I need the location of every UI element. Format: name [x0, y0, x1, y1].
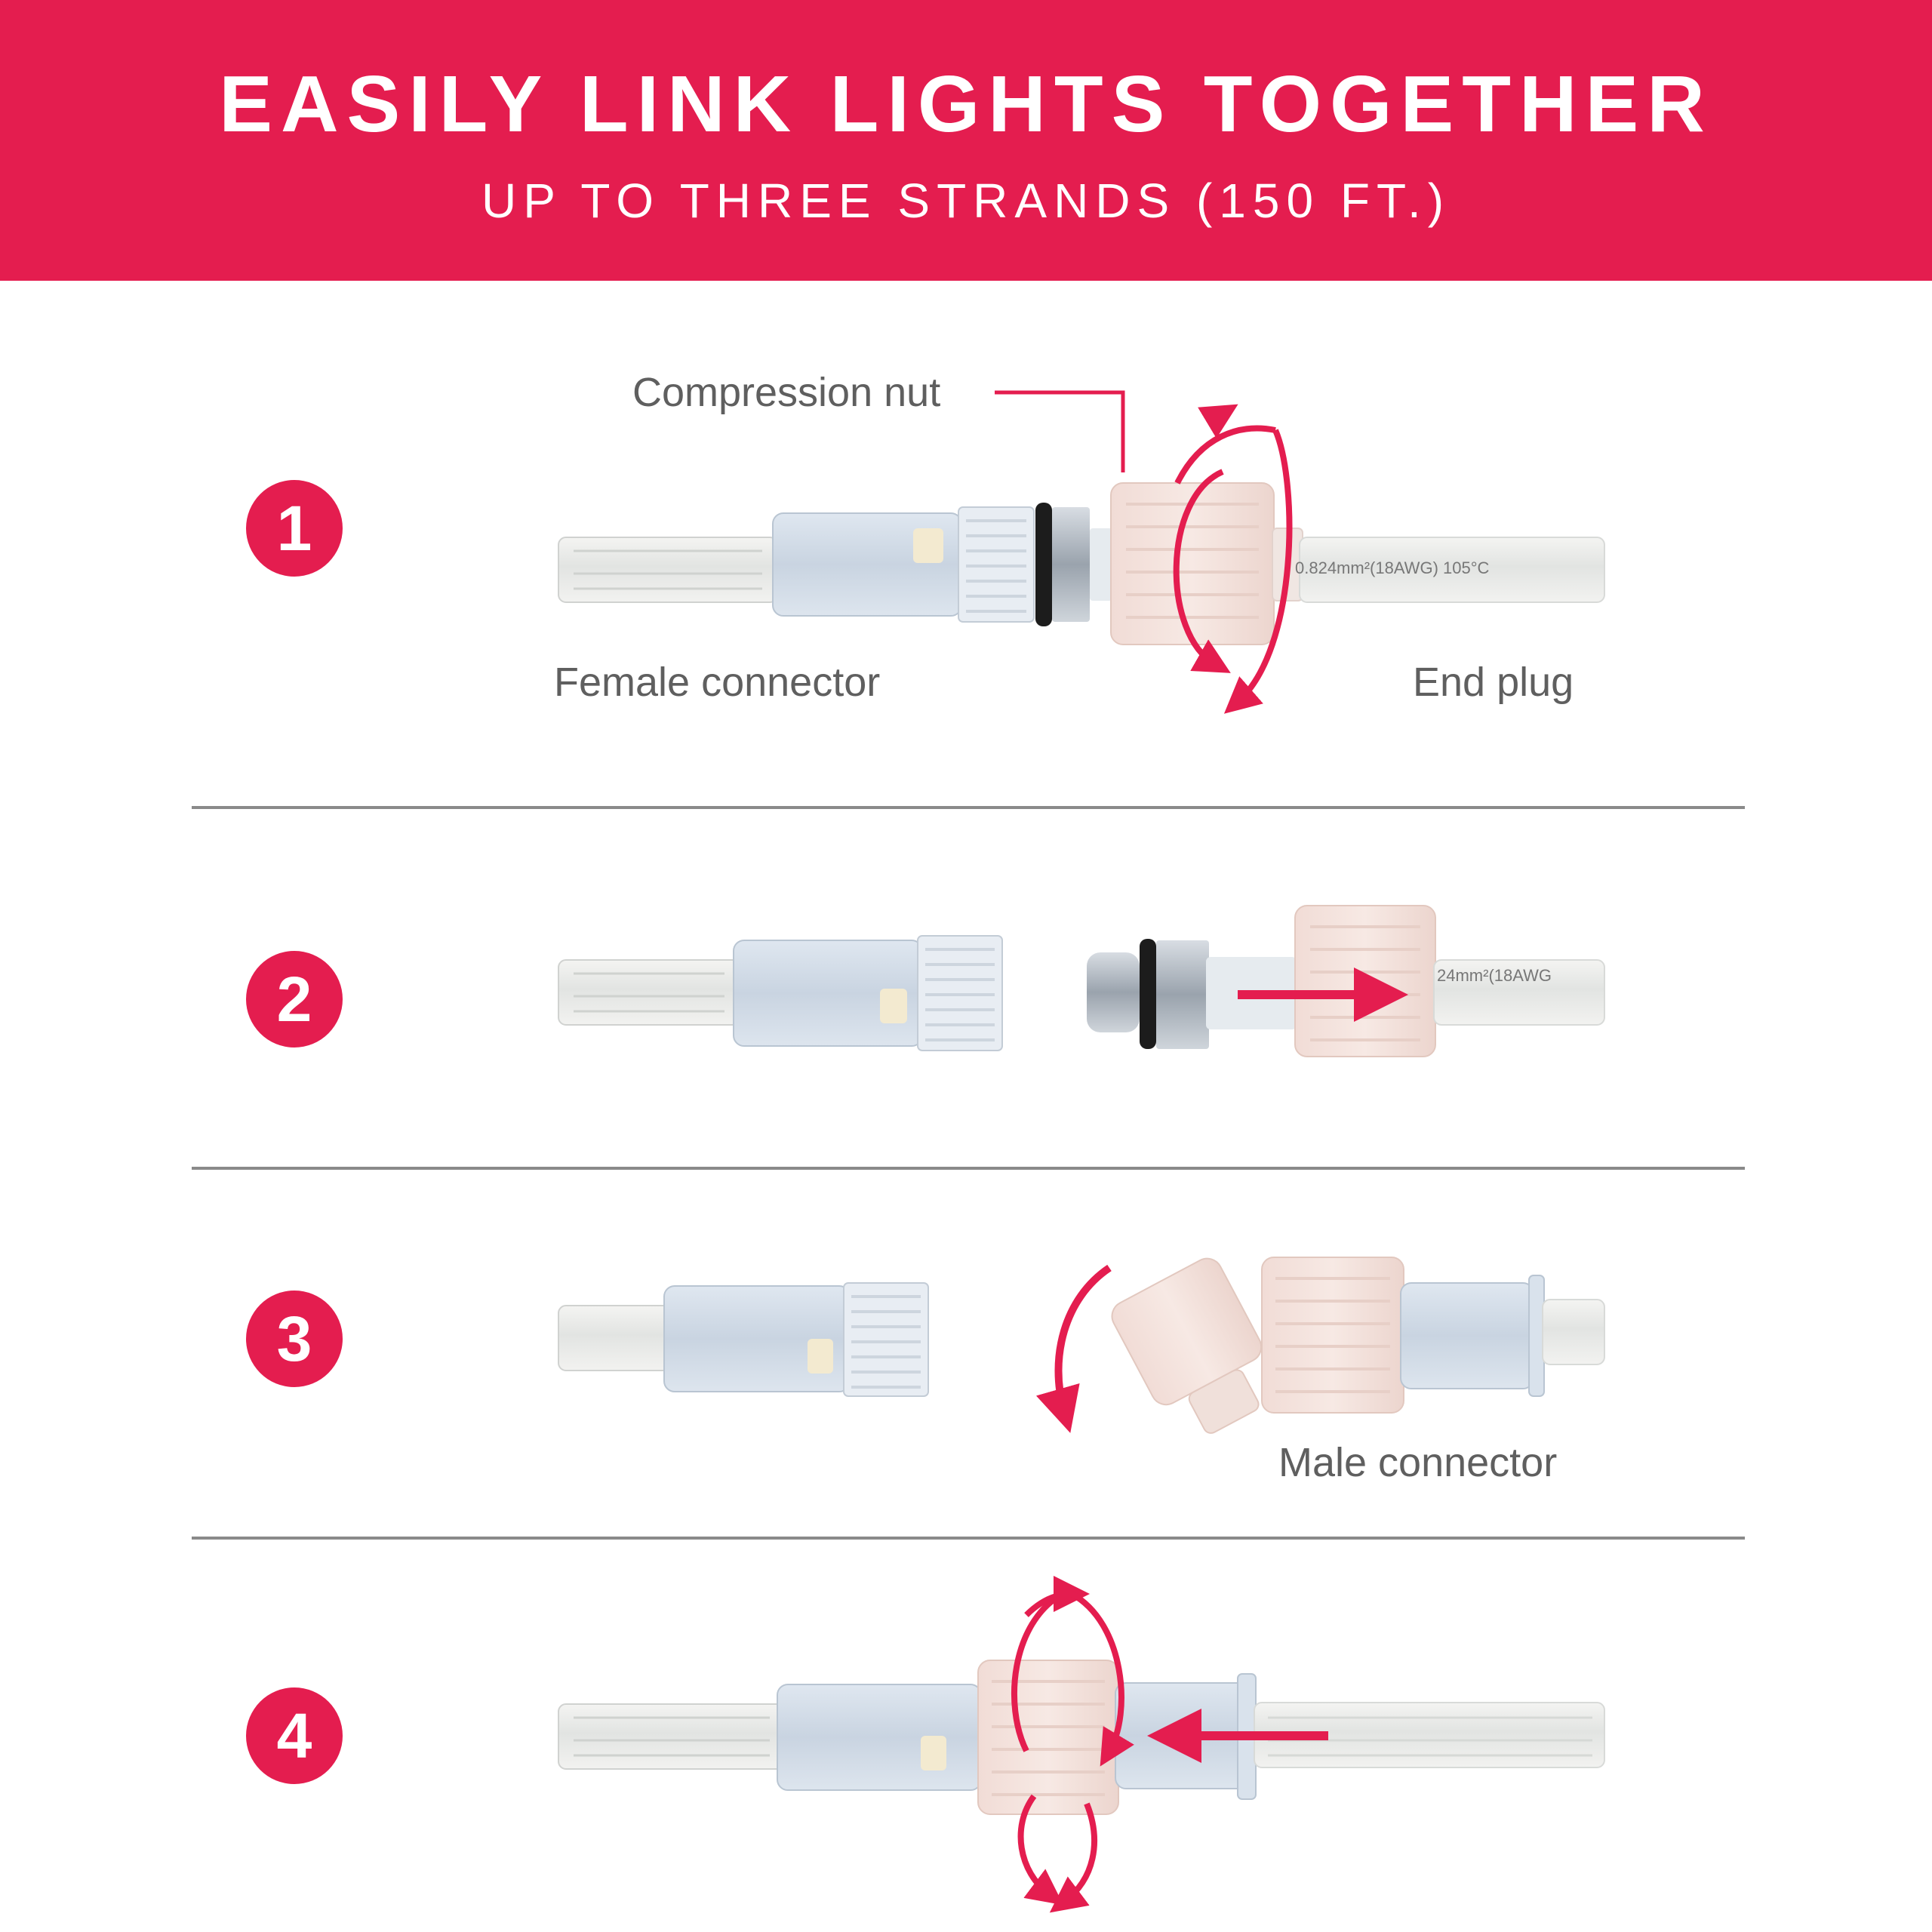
- wire-print: 24mm²(18AWG: [1437, 966, 1552, 985]
- curved-arrow-icon: [1035, 1264, 1112, 1433]
- female-connector-label: Female connector: [554, 660, 881, 705]
- female-connector-body: [777, 1684, 982, 1791]
- compression-nut: [977, 1660, 1119, 1815]
- step-4-illustration: [558, 1576, 1605, 1913]
- step-3-badge: 3: [246, 1291, 343, 1387]
- step-divider: [192, 806, 1745, 809]
- rotate-arrow-icon: [1024, 1576, 1090, 1617]
- rotate-arrow-icon: [1070, 1591, 1134, 1767]
- male-connector-body: [1400, 1282, 1534, 1389]
- compression-nut-label: Compression nut: [632, 370, 941, 415]
- step-2-illustration: 24mm²(18AWG: [558, 905, 1605, 1057]
- step-2-badge: 2: [246, 951, 343, 1048]
- step-4-badge: 4: [246, 1687, 343, 1784]
- callout-leader: [995, 390, 1125, 472]
- step-1-illustration: 0.824mm²(18AWG) 105°C: [558, 390, 1605, 714]
- page-subtitle: UP TO THREE STRANDS (150 FT.): [481, 174, 1451, 228]
- end-plug-cable: [1299, 537, 1605, 603]
- rotate-arrow-icon: [1223, 429, 1293, 714]
- step-divider: [192, 1167, 1745, 1170]
- step-divider: [192, 1537, 1745, 1540]
- male-connector-nut: [1261, 1257, 1404, 1414]
- page-title: EASILY LINK LIGHTS TOGETHER: [219, 60, 1713, 149]
- header-banner: EASILY LINK LIGHTS TOGETHER UP TO THREE …: [0, 0, 1932, 281]
- rotate-arrow-icon: [1173, 469, 1231, 673]
- step-1-badge: 1: [246, 480, 343, 577]
- step-3-illustration: [558, 1257, 1605, 1434]
- wire-print: 0.824mm²(18AWG) 105°C: [1295, 558, 1490, 577]
- male-connector-label: Male connector: [1278, 1440, 1558, 1485]
- end-plug-label: End plug: [1413, 660, 1574, 705]
